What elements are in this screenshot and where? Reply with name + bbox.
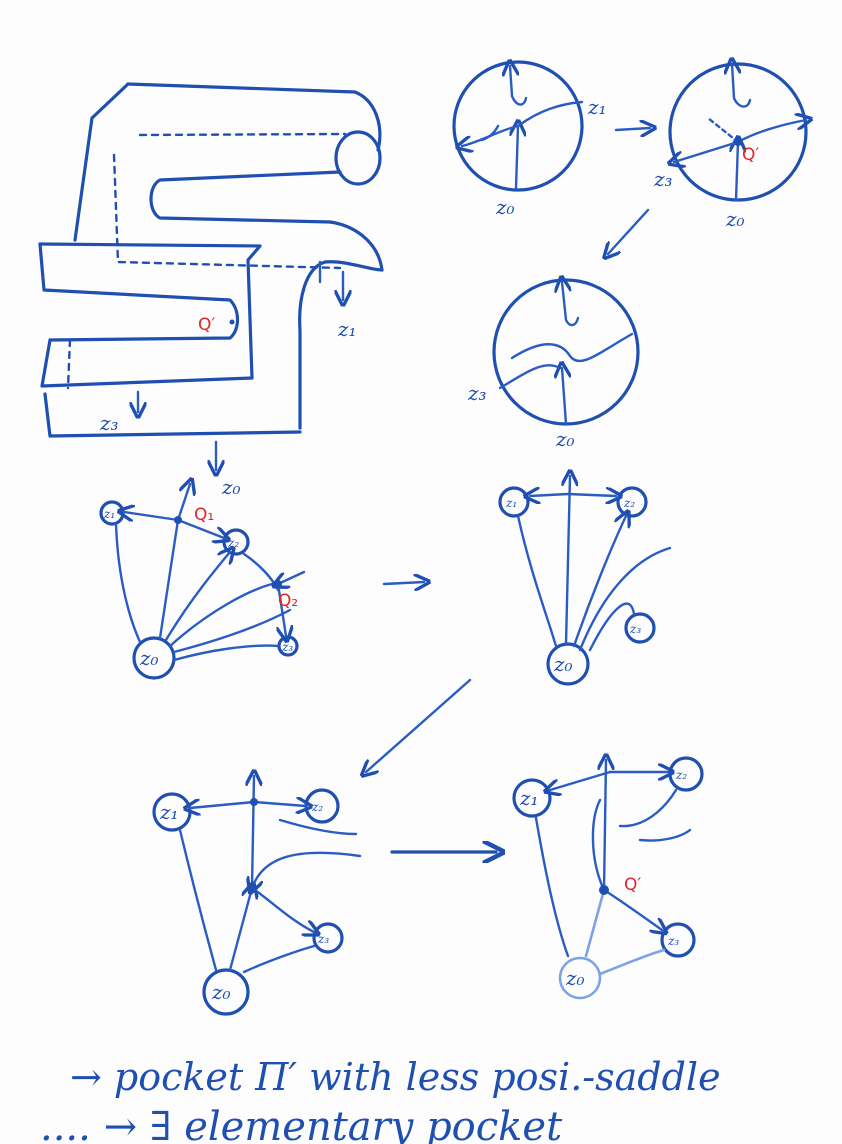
arrow-g1-to-g2 (382, 582, 424, 584)
disk-diagram-3: z₃ z₀ (467, 280, 640, 451)
g2-z1: z₁ (505, 496, 517, 510)
g3-z1: z₁ (159, 800, 179, 824)
flow-graph-4: z₁ z₂ z₃ z₀ Q′ (512, 758, 704, 1000)
c3-z3-label: z₃ (467, 381, 487, 405)
z3-label: z₃ (99, 411, 119, 435)
c1-z1-label: z₁ (587, 95, 607, 119)
flow-graph-1: z₁ z₂ z₃ z₀ Q₁ Q₂ (99, 484, 306, 680)
c2-q-prime-label: Q′ (742, 145, 759, 165)
g1-q2-label: Q₂ (278, 591, 298, 611)
arrow-g2-to-g3 (366, 678, 472, 772)
g1-z3: z₃ (281, 640, 293, 654)
g1-z0: z₀ (139, 646, 159, 670)
pocket-surface-drawing: z₁ z₃ z₀ Q′ (38, 82, 384, 499)
c3-z0-label: z₀ (555, 427, 575, 451)
q-prime-label: Q′ (198, 315, 215, 335)
c1-z0-label: z₀ (495, 195, 515, 219)
caption-line-2: .... → ∃ elementary pocket (40, 1104, 563, 1144)
g3-z3: z₃ (317, 932, 329, 946)
disk-diagram-2: Q′ z₃ z₀ (653, 64, 806, 231)
g2-z2: z₂ (623, 496, 635, 510)
z1-label: z₁ (337, 317, 357, 341)
flow-graph-3: z₁ z₂ z₃ z₀ (152, 776, 362, 1016)
g1-q1-label: Q₁ (194, 505, 214, 525)
c2-z3-label: z₃ (653, 167, 673, 191)
g4-z0: z₀ (565, 966, 585, 990)
disk-diagram-1: z₁ z₀ (452, 62, 607, 219)
caption-line-1: → pocket Π′ with less posi.-saddle (70, 1055, 721, 1099)
g2-z0: z₀ (553, 652, 573, 676)
g4-q-prime-label: Q′ (624, 875, 641, 895)
g1-z1: z₁ (103, 507, 115, 521)
g2-z3: z₃ (629, 622, 641, 636)
g4-z2: z₂ (675, 768, 687, 782)
g3-z2: z₂ (311, 800, 323, 814)
c2-z0-label: z₀ (725, 207, 745, 231)
flow-graph-2: z₁ z₂ z₃ z₀ (498, 476, 672, 686)
g4-z3: z₃ (667, 934, 679, 948)
arrow-c1-to-c2 (614, 128, 650, 130)
g1-z2: z₂ (227, 536, 239, 550)
arrow-c2-to-c3 (608, 208, 650, 254)
g4-z1: z₁ (519, 786, 539, 810)
z0-label: z₀ (221, 475, 241, 499)
g3-z0: z₀ (211, 980, 231, 1004)
